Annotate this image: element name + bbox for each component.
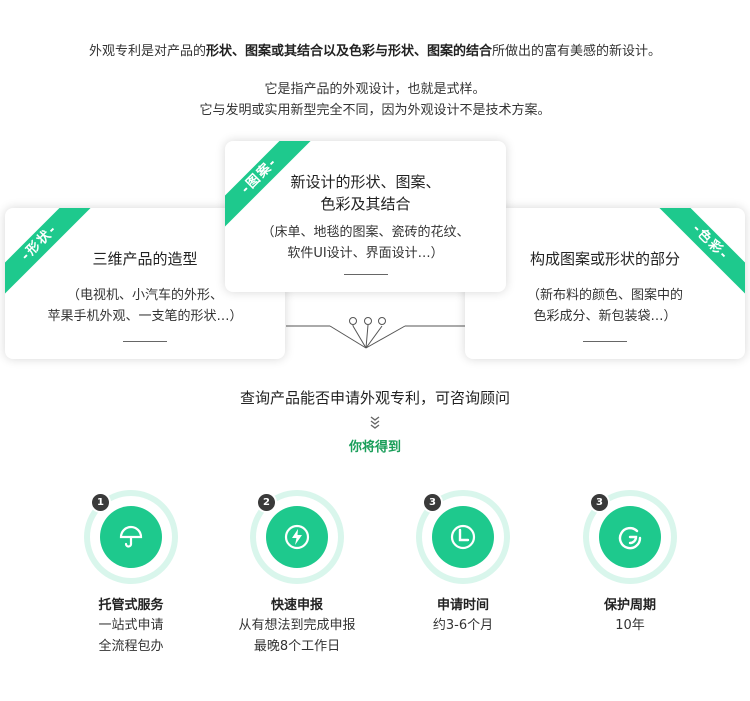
card-pattern-desc-2: 软件UI设计、界面设计…）: [287, 246, 444, 261]
intro-part-2-bold: 形状、图案或其结合以及色彩与形状、图案的结合: [205, 44, 492, 59]
umbrella-icon: [119, 525, 143, 548]
lightning-icon: [284, 524, 310, 550]
service-desc-2: 全流程包办: [98, 639, 164, 654]
intro-line-3: 它与发明或实用新型完全不同，因为外观设计不是技术方案。: [199, 103, 551, 118]
service-desc-2: 最晚8个工作日: [253, 639, 341, 654]
intro-part-3: 所做出的富有美感的新设计。: [492, 44, 662, 59]
card-shape-underline: [123, 341, 167, 342]
chevron-down-icon: [370, 416, 380, 429]
consult-query-text: 查询产品能否申请外观专利，可咨询顾问: [239, 389, 510, 407]
step-badge: 3: [589, 492, 610, 513]
card-pattern-desc-1: （床单、地毯的图案、瓷砖的花纹、: [261, 225, 470, 240]
service-desc-1: 一站式申请: [98, 618, 164, 633]
step-badge: 2: [256, 492, 277, 513]
you-will-get-heading: 你将得到: [348, 440, 401, 455]
card-pattern: -图案- 新设计的形状、图案、 色彩及其结合 （床单、地毯的图案、瓷砖的花纹、 …: [225, 141, 506, 292]
card-shape-desc-2: 苹果手机外观、一支笔的形状…）: [47, 309, 243, 324]
card-pattern-title-1: 新设计的形状、图案、: [290, 173, 441, 191]
card-color-underline: [583, 341, 627, 342]
card-pattern-underline: [343, 274, 388, 275]
intro-line-1: 外观专利是对产品的形状、图案或其结合以及色彩与形状、图案的结合所做出的富有美感的…: [0, 40, 750, 59]
refresh-icon: [618, 526, 642, 550]
service-desc-1: 约3-6个月: [432, 618, 494, 633]
service-title: 快速申报: [270, 598, 323, 613]
card-color-desc-1: （新布料的颜色、图案中的: [526, 288, 683, 303]
card-color-desc-2: 色彩成分、新包装袋…）: [533, 309, 677, 324]
card-shape-title: 三维产品的造型: [92, 250, 198, 268]
service-desc-1: 从有想法到完成申报: [238, 618, 356, 633]
service-desc-1: 10年: [615, 618, 645, 633]
card-pattern-title-2: 色彩及其结合: [320, 195, 411, 213]
clock-icon: [450, 524, 476, 550]
step-badge: 3: [422, 492, 443, 513]
card-shape-desc-1: （电视机、小汽车的外形、: [66, 288, 223, 303]
intro-line-2: 它是指产品的外观设计，也就是式样。: [264, 82, 486, 97]
intro-part-1: 外观专利是对产品的: [88, 44, 206, 59]
service-title: 保护周期: [603, 598, 656, 613]
service-title: 申请时间: [436, 598, 489, 613]
card-color: -色彩- 构成图案或形状的部分 （新布料的颜色、图案中的 色彩成分、新包装袋…）: [465, 208, 745, 359]
card-color-title: 构成图案或形状的部分: [529, 250, 680, 268]
step-badge: 1: [90, 492, 111, 513]
service-title: 托管式服务: [98, 598, 164, 613]
